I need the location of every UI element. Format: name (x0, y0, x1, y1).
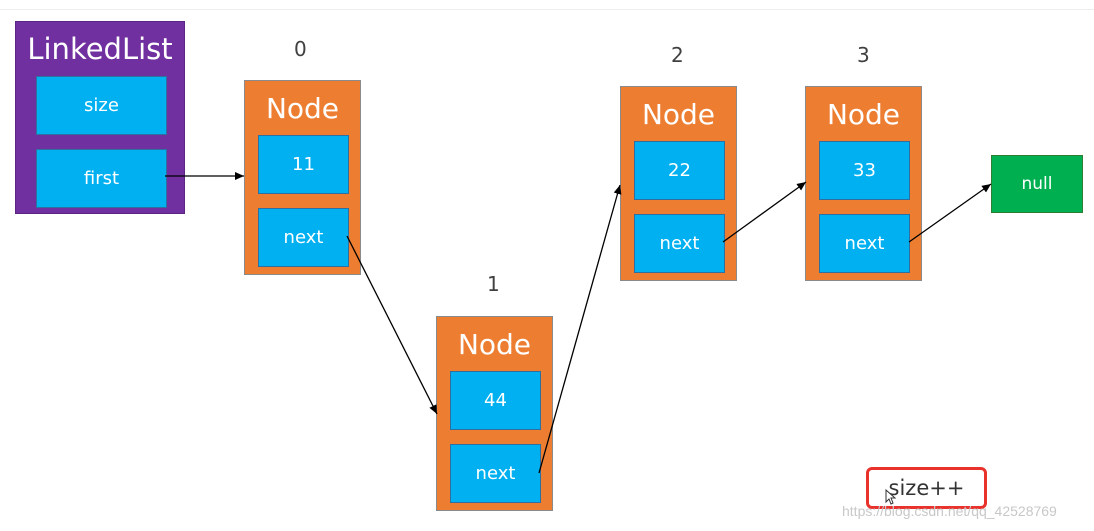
mouse-cursor-icon (885, 489, 897, 505)
node-index-3: 3 (857, 43, 870, 67)
node-next-field: next (258, 208, 349, 267)
node-index-1: 1 (487, 272, 500, 296)
first-field: first (36, 149, 167, 208)
node1-to-node2-arrow (538, 184, 622, 474)
node-title: Node (265, 92, 340, 125)
size-field: size (36, 76, 167, 135)
node-value-field: 44 (450, 371, 541, 430)
null-box: null (991, 155, 1083, 213)
node-next-field: next (450, 444, 541, 503)
linkedlist-box: LinkedList size first (15, 21, 185, 214)
node-title: Node (826, 98, 901, 131)
size-increment-label: size++ (888, 476, 965, 500)
node3-to-null-arrow (908, 183, 992, 243)
node2-to-node3-arrow (722, 181, 807, 243)
top-divider (0, 9, 1094, 10)
node-0: Node 11 next (244, 80, 361, 275)
node-value-field: 22 (634, 141, 725, 200)
watermark-url: https://blog.csdn.net/qq_42528769 (842, 503, 1057, 519)
node-title: Node (457, 328, 532, 361)
node-title: Node (641, 98, 716, 131)
node-index-2: 2 (671, 43, 684, 67)
node-index-0: 0 (294, 37, 307, 61)
node-2: Node 22 next (620, 86, 737, 281)
node-3: Node 33 next (805, 86, 922, 281)
node-1: Node 44 next (436, 316, 553, 511)
linkedlist-title: LinkedList (27, 32, 173, 66)
size-increment-annotation: size++ (866, 467, 987, 509)
node-next-field: next (634, 214, 725, 273)
node-value-field: 11 (258, 135, 349, 194)
node0-to-node1-arrow (346, 235, 438, 415)
node-next-field: next (819, 214, 910, 273)
node-value-field: 33 (819, 141, 910, 200)
